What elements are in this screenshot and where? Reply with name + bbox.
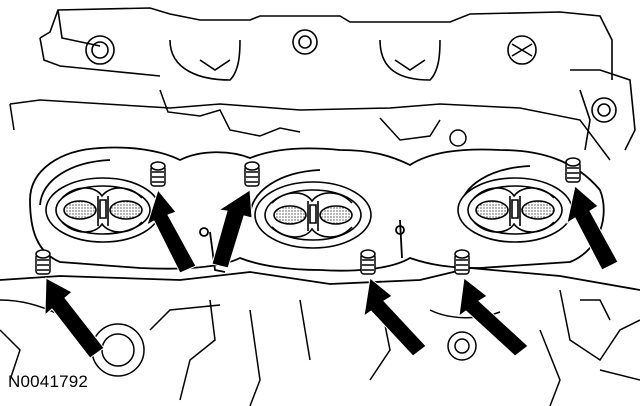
lower-engine-block <box>0 289 640 406</box>
arrow-to-stud-1 <box>146 188 197 274</box>
exhaust-manifold-stud-1 <box>150 161 166 187</box>
exhaust-port-2 <box>254 181 372 249</box>
arrow-to-stud-6 <box>458 277 529 357</box>
figure-id-label: N0041792 <box>8 372 89 391</box>
cylinder-head-deck <box>9 89 611 161</box>
exhaust-manifold-stud-4 <box>35 249 51 275</box>
exhaust-manifold-stud-2 <box>244 161 260 187</box>
exhaust-port-1 <box>45 177 161 243</box>
exhaust-manifold-stud-6 <box>454 249 470 275</box>
arrow-to-stud-4 <box>44 277 105 359</box>
exhaust-manifold-stud-5 <box>360 249 376 275</box>
arrow-to-stud-2 <box>211 189 253 269</box>
upper-intake-structure <box>39 7 636 151</box>
arrow-to-stud-5 <box>363 277 427 357</box>
exhaust-manifold-stud-3 <box>565 157 581 183</box>
arrow-to-stud-3 <box>566 185 619 271</box>
exhaust-port-3 <box>457 177 573 243</box>
